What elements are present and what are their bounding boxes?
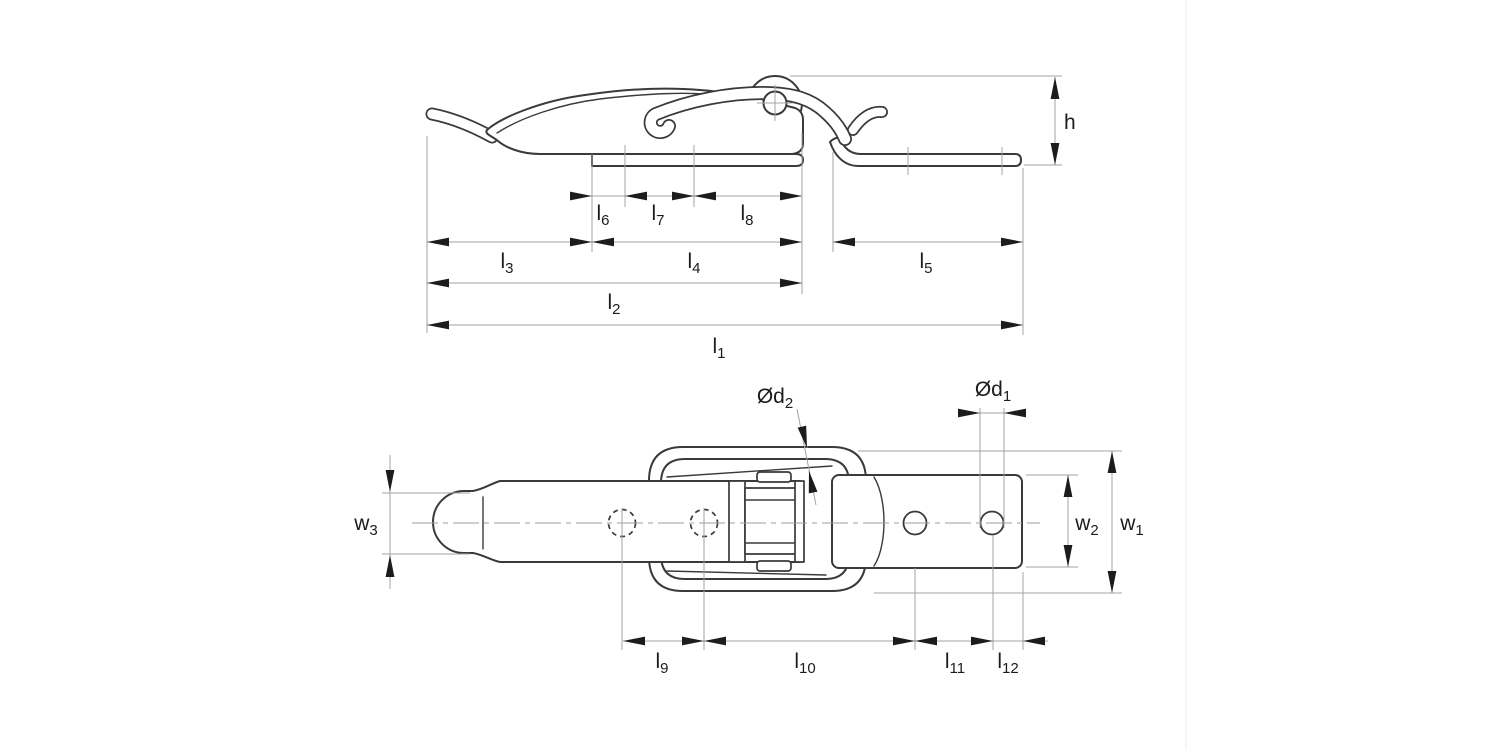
dimension-w1: w1 <box>1107 451 1144 593</box>
buckle-cage <box>728 471 805 572</box>
bail-wire <box>643 86 852 146</box>
hook-strap <box>432 480 801 563</box>
dimension-l5: l5 <box>833 237 1023 277</box>
dimension-l9-l12: l9 l10 l11 l12 <box>623 636 1048 677</box>
plan-view <box>412 446 1040 592</box>
side-view-dimensions: h l6 l7 l8 l3 l4 l5 l <box>426 75 1076 362</box>
side-view <box>425 75 1022 167</box>
bail-wire-edge-top <box>666 465 833 478</box>
dim-label-w3: w3 <box>353 512 378 539</box>
dimension-d1: Ød1 <box>958 378 1026 418</box>
dim-label-d1: Ød1 <box>975 378 1011 405</box>
dimension-l1: l1 <box>427 320 1023 362</box>
lever-handle <box>425 107 499 144</box>
dimension-l6-l7-l8: l6 l7 l8 <box>570 191 802 229</box>
bail-far-tongue <box>847 105 888 136</box>
latch-body-inner-edge <box>496 92 713 134</box>
dim-label-l4: l4 <box>687 250 700 277</box>
dim-label-h: h <box>1064 111 1076 134</box>
dimension-l3-l4: l3 l4 <box>427 237 802 277</box>
catch-fold-line <box>873 476 885 567</box>
dim-label-l8: l8 <box>740 202 753 229</box>
dim-label-l2: l2 <box>607 291 620 318</box>
base-plate <box>591 153 804 167</box>
dim-label-l11: l11 <box>945 650 965 677</box>
dimension-h: h <box>1050 77 1076 165</box>
dim-label-l3: l3 <box>500 250 513 277</box>
dim-label-w1: w1 <box>1119 512 1144 539</box>
dimension-d2: Ød2 <box>757 385 818 506</box>
catch-plate <box>829 136 1022 167</box>
dim-label-l7: l7 <box>651 202 664 229</box>
dim-label-l12: l12 <box>997 650 1018 677</box>
dim-label-l10: l10 <box>794 650 815 677</box>
dimension-w2: w2 <box>1063 475 1099 567</box>
dim-label-l6: l6 <box>596 202 609 229</box>
dim-label-l1: l1 <box>712 335 725 362</box>
dimension-l2: l2 <box>427 278 802 318</box>
bail-loop <box>648 446 867 592</box>
dim-label-l9: l9 <box>655 650 668 677</box>
dim-label-d2: Ød2 <box>757 385 793 412</box>
dimension-w3: w3 <box>353 455 395 589</box>
dim-label-l5: l5 <box>919 250 932 277</box>
dim-label-w2: w2 <box>1074 512 1099 539</box>
plan-view-dimensions: Ød2 Ød1 w3 w2 w1 <box>353 378 1144 677</box>
bail-wire-edge-bottom <box>666 570 827 576</box>
